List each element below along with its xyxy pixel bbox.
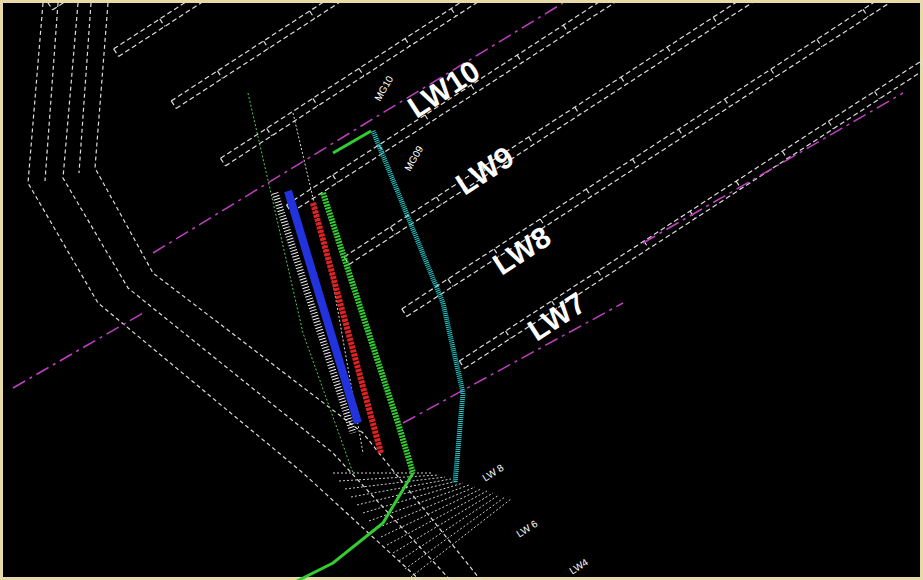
cut-through: [782, 151, 787, 159]
cut-through: [828, 121, 833, 129]
panel-label-small: LW4: [568, 557, 590, 576]
gateroad: [176, 3, 872, 108]
cut-through: [529, 137, 534, 145]
pillar-grid: [399, 495, 499, 561]
cut-through: [310, 11, 315, 19]
pillar-grid: [375, 487, 475, 529]
cut-through: [451, 9, 456, 17]
pillar-grid: [393, 493, 493, 553]
gateroad: [287, 3, 923, 205]
panel-label: LW10: [403, 55, 485, 123]
cut-through: [667, 47, 672, 55]
cut-through: [390, 227, 395, 235]
cut-through: [517, 55, 522, 63]
gateroad: [119, 3, 832, 56]
cut-through: [405, 39, 410, 47]
cut-through: [171, 101, 176, 109]
panel-label: LW8: [488, 221, 556, 280]
cut-through: [875, 91, 880, 99]
cut-through: [506, 331, 511, 339]
panel-label: LW9: [451, 141, 519, 200]
gateroad-label: MG09: [403, 144, 425, 173]
cut-through: [160, 19, 165, 27]
cut-through: [575, 107, 580, 115]
cut-through: [459, 361, 464, 369]
gateroad: [171, 3, 867, 101]
pillar-grid: [339, 475, 439, 481]
gateroad: [464, 3, 923, 368]
pillar-grid: [411, 499, 511, 577]
cut-through: [725, 99, 730, 107]
cut-through: [267, 128, 272, 136]
cut-through: [436, 197, 441, 205]
pillar-grid: [369, 485, 469, 521]
cut-through: [621, 77, 626, 85]
cut-through: [221, 158, 226, 166]
panel-label: LW7: [523, 287, 591, 346]
pillar-grid: [405, 497, 505, 569]
gateroad: [459, 3, 923, 361]
cut-through: [817, 39, 822, 47]
cut-through: [863, 9, 868, 17]
gateroad: [221, 3, 909, 158]
gateroad: [402, 3, 923, 309]
gateroad: [344, 3, 923, 257]
gateroad: [114, 3, 827, 49]
cut-through: [598, 271, 603, 279]
pillar-grid: [387, 491, 487, 545]
cut-through: [586, 189, 591, 197]
cut-through: [771, 69, 776, 77]
cut-through: [563, 25, 568, 33]
survey-lines: [248, 93, 463, 580]
panel-label-small: LW 6: [515, 519, 539, 540]
cut-through: [402, 309, 407, 317]
gateroad: [53, 3, 791, 10]
gateroad: [225, 3, 913, 166]
cut-through: [679, 129, 684, 137]
gateroad: [349, 3, 923, 264]
cut-through: [313, 98, 318, 106]
pillar-grid: [363, 483, 463, 513]
cut-through: [114, 49, 119, 57]
cut-through: [921, 61, 923, 69]
cut-through: [448, 279, 453, 287]
gateroad: [407, 3, 923, 316]
pillar-grid: [333, 473, 433, 474]
panel-label-small: LW 8: [481, 463, 505, 484]
cut-through: [333, 175, 338, 183]
cut-through: [264, 41, 269, 49]
cut-through: [632, 159, 637, 167]
cut-through: [713, 17, 718, 25]
cut-through: [359, 68, 364, 76]
gateroad: [291, 3, 923, 212]
cut-through: [217, 71, 222, 79]
gateroad-label: MG10: [373, 74, 395, 103]
cut-through: [48, 3, 53, 10]
